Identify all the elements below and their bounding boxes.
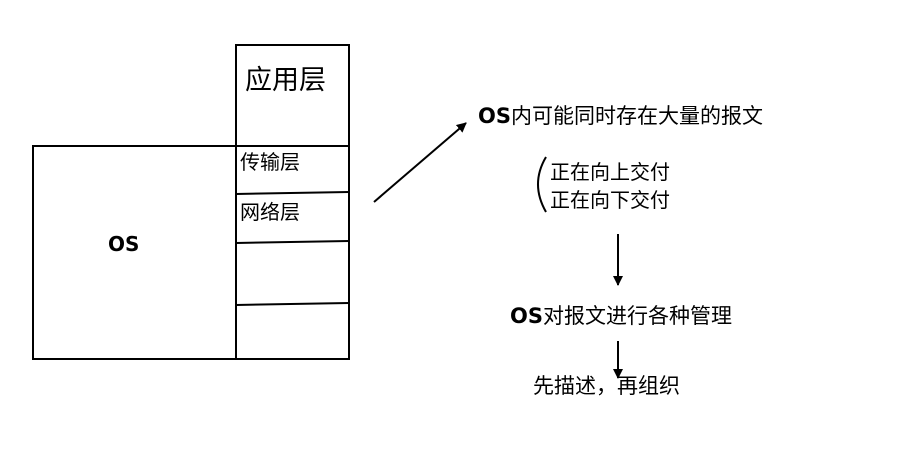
step-1-text: 内可能同时存在大量的报文 [510, 104, 763, 128]
diagonal-arrow [373, 122, 467, 203]
network-layer-label: 网络层 [240, 200, 300, 224]
branch-downward-label: 正在向下交付 [550, 188, 670, 212]
step-1-os-prefix: OS [478, 104, 511, 128]
os-box-label: OS [108, 232, 140, 256]
layer-divider-transport [235, 191, 350, 195]
step-4-statement: 先描述，再组织 [533, 374, 680, 398]
application-layer-label: 应用层 [245, 65, 326, 96]
step-3-statement: OS对报文进行各种管理 [510, 306, 732, 327]
transport-layer-label: 传输层 [240, 150, 300, 174]
branch-bracket [537, 156, 547, 213]
step-3-text: 对报文进行各种管理 [542, 304, 732, 328]
layer-divider-lower [235, 302, 350, 306]
branch-upward-label: 正在向上交付 [550, 160, 670, 184]
protocol-stack-column [235, 44, 350, 360]
layer-divider-network [235, 240, 350, 244]
step-3-os-prefix: OS [510, 304, 543, 328]
step-1-statement: OS内可能同时存在大量的报文 [478, 106, 763, 127]
